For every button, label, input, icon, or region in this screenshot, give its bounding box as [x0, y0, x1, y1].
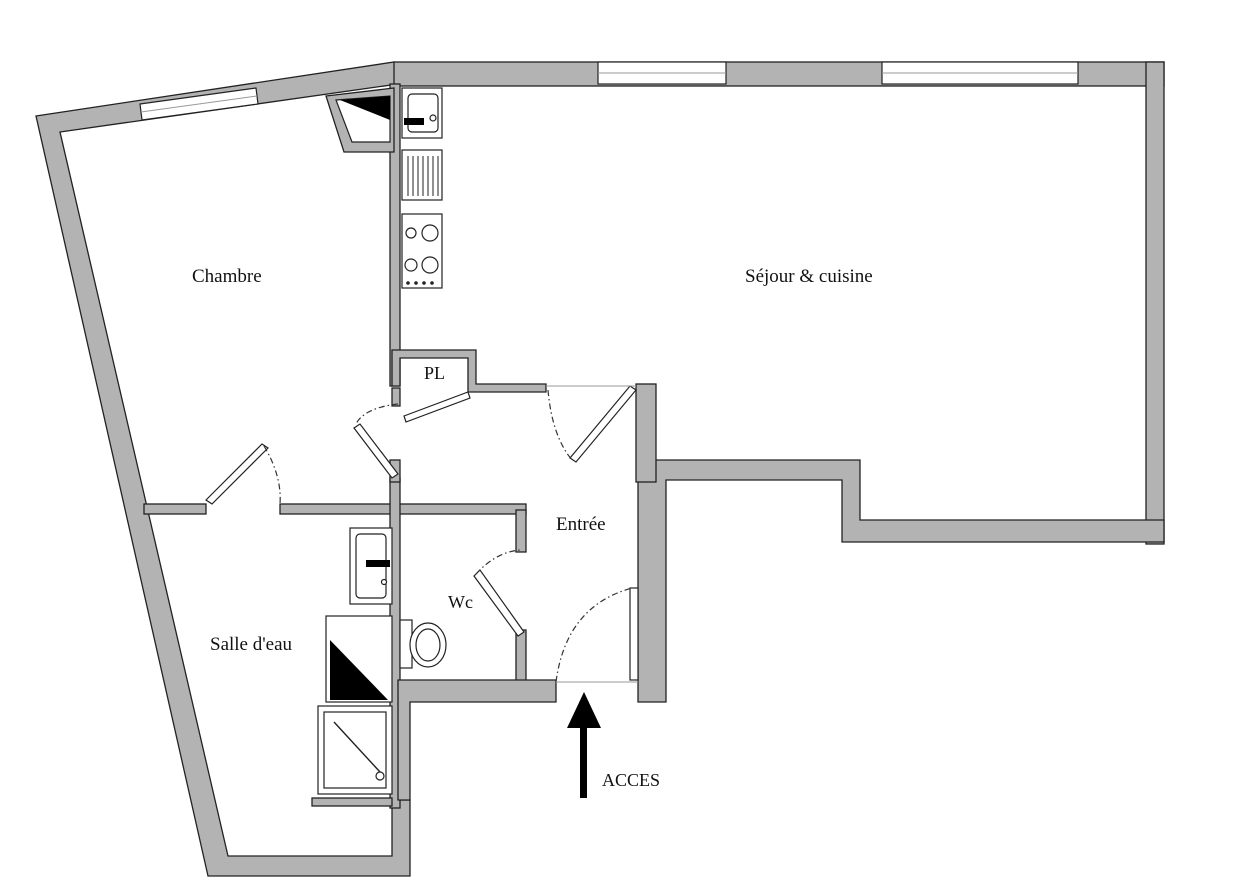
doors	[205, 385, 639, 683]
duct-shaft	[340, 96, 390, 120]
closet-pier	[391, 387, 401, 407]
partition-bedroom-hall	[279, 503, 527, 515]
kitchen-fixtures	[401, 87, 443, 289]
label-closet: PL	[424, 363, 445, 383]
door-wc-leaf	[473, 569, 525, 637]
burner-3	[404, 258, 418, 272]
cooktop	[401, 213, 443, 289]
burner-4	[421, 256, 439, 274]
door-hall-leaf	[353, 423, 399, 479]
door-wc-swing	[475, 549, 521, 575]
door-bedroom-leaf	[205, 443, 269, 505]
label-entrance: Entrée	[556, 514, 606, 535]
windows	[139, 61, 1079, 121]
east-wall	[1145, 61, 1165, 545]
burner-2	[421, 224, 439, 242]
door-entrance-leaf	[629, 587, 639, 681]
label-shower-room: Salle d'eau	[210, 634, 293, 655]
entrance-east-wall	[635, 383, 657, 483]
kitchen-tap	[404, 118, 424, 125]
wc-south-wall	[397, 679, 557, 801]
washbasin-tap	[366, 560, 390, 567]
interior-walls	[143, 83, 557, 809]
wc-east-wall-bottom	[515, 629, 527, 685]
burner-1	[405, 227, 417, 239]
door-living-leaf	[569, 385, 637, 463]
label-wc: Wc	[448, 592, 473, 612]
door-closet-leaf	[403, 391, 471, 423]
exterior-walls	[35, 61, 1165, 877]
cooktop-knobs	[406, 281, 434, 285]
drainer	[401, 149, 443, 201]
access-arrow	[567, 692, 601, 798]
south-wall-living	[637, 459, 1165, 703]
door-closet-swing	[355, 403, 399, 425]
bathroom-fixtures	[311, 527, 447, 807]
machine-shading	[330, 640, 388, 700]
label-access: ACCES	[602, 770, 660, 790]
door-living-swing	[547, 389, 573, 461]
drainer-ribs	[407, 156, 439, 196]
door-entrance-swing	[555, 587, 633, 683]
wc-east-wall-top	[515, 509, 527, 553]
label-living-kitchen: Séjour & cuisine	[745, 266, 873, 287]
shower-step	[311, 797, 393, 807]
label-bedroom: Chambre	[192, 266, 262, 287]
closet-walls	[391, 349, 547, 393]
door-bedroom-swing	[263, 445, 281, 505]
partition-bedroom-shower	[143, 503, 207, 515]
